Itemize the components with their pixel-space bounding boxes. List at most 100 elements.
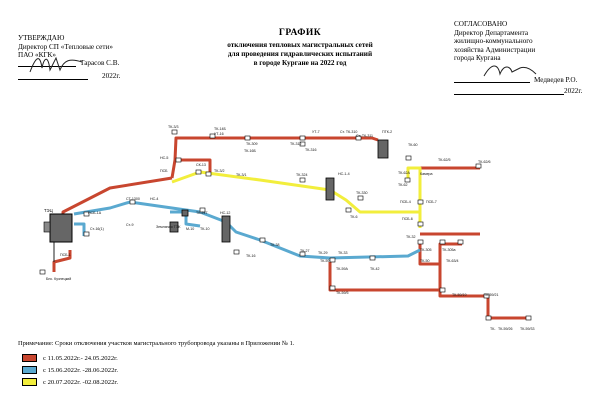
label-ct161: Ст-16(1) — [90, 227, 104, 231]
label-tk625: ТК-62/5 — [438, 158, 450, 162]
legend: с 11.05.2022г.- 24.05.2022г. с 15.06.202… — [22, 354, 118, 386]
pump-station-zem — [169, 221, 179, 233]
label-ctk310: Ст. ТК-310 — [340, 130, 357, 134]
label-psb4: ПСБ-4 — [400, 200, 411, 204]
heat-network-diagram: ТЭЦ — [39, 125, 534, 331]
label-tk59: ТК-59 — [320, 259, 329, 263]
label-zem: Земляная ТЭК — [156, 225, 181, 229]
agreement-line-2: Директор Департамента — [454, 28, 529, 37]
chamber-4 — [299, 135, 306, 141]
yellow-line-east — [406, 166, 422, 212]
chamber-6 — [355, 135, 362, 141]
legend-text-yellow: с 20.07.2022г. -02.08.2022г. — [43, 378, 118, 386]
chamber-5 — [299, 141, 306, 147]
label-nc4: НС-4 — [150, 197, 158, 201]
title-main: ГРАФИК — [278, 28, 322, 38]
legend-item-blue: с 15.06.2022г. -28.06.2022г. — [22, 366, 118, 374]
chamber-3 — [244, 135, 251, 141]
chamber-35 — [39, 269, 46, 275]
label-psb6: ПСБ-6 — [402, 217, 413, 221]
agreement-line-4: хозяйства Администрации — [454, 45, 536, 54]
chamber-31 — [199, 207, 206, 213]
label-tk10: ТК-10 — [200, 227, 209, 231]
label-tk5926: ТК-59/26 — [498, 327, 512, 331]
tec-annex — [43, 221, 51, 233]
chamber-20 — [475, 163, 482, 169]
label-ptk2: ПТК-2 — [382, 130, 392, 134]
chamber-8 — [195, 169, 202, 175]
label-tk31: ТК-3/1 — [236, 173, 246, 177]
label-tk5921: ТК-59/21 — [484, 293, 498, 297]
title-line-3: в городе Кургане на 2022 год — [253, 58, 347, 67]
label-tk62: ТК-62 — [398, 183, 407, 187]
approval-title: УТВЕРЖДАЮ — [18, 34, 65, 42]
label-tk5933: ТК-59/33 — [520, 327, 534, 331]
signature-right — [483, 65, 537, 77]
tec-label: ТЭЦ — [44, 208, 54, 213]
blue-line-tec-stub — [74, 222, 86, 236]
agreement-title: СОГЛАСОВАНО — [454, 20, 508, 28]
label-tk16: ТК-16 — [246, 254, 255, 258]
label-kamera: Камера — [420, 172, 433, 176]
legend-swatch-blue — [22, 366, 37, 374]
chamber-15 — [417, 199, 424, 205]
label-ct1300: СТ-1300 — [126, 197, 140, 201]
label-tk5919: ТК-59/19 — [452, 293, 466, 297]
legend-item-red: с 11.05.2022г.- 24.05.2022г. — [22, 354, 118, 362]
label-ctk311: Ст. ТК-311 — [356, 134, 373, 138]
label-nc12: НС-12 — [220, 211, 230, 215]
date-line-left — [18, 79, 88, 80]
blue-line-main — [73, 200, 421, 260]
label-tk: ТК- — [490, 327, 496, 331]
chamber-34 — [83, 211, 90, 217]
agreement-year: 2022г. — [564, 87, 583, 95]
pump-station-nc14 — [325, 177, 335, 201]
chamber-13 — [405, 155, 412, 161]
label-psb: ПСБ — [160, 169, 168, 173]
label-tk305: ТК-305 — [420, 248, 431, 252]
label-ut7: УТ-7 — [312, 130, 320, 134]
chamber-32 — [129, 199, 136, 205]
tec-block — [49, 213, 73, 243]
label-tk324: ТК-324 — [296, 173, 307, 177]
chambers — [39, 129, 532, 321]
legend-swatch-yellow — [22, 378, 37, 386]
label-tk38: ТК-38 — [270, 243, 279, 247]
label-tk247: ТК-247 — [196, 211, 207, 215]
yellow-network-lines — [171, 166, 422, 228]
red-line-bns — [52, 250, 72, 272]
chamber-22 — [483, 293, 490, 299]
chamber-11 — [345, 207, 352, 213]
legend-text-red: с 11.05.2022г.- 24.05.2022г. — [43, 354, 118, 362]
chamber-19 — [457, 239, 464, 245]
chamber-2 — [209, 133, 216, 139]
red-line-north-trunk — [170, 136, 379, 179]
label-tk27: ТК-27 — [300, 249, 309, 253]
blue-network-lines — [73, 200, 421, 260]
label-ck13: СК-13 — [196, 163, 206, 167]
label-tk309: ТК-309 — [246, 142, 257, 146]
label-bns: Бнс. Кузнецкий — [46, 277, 71, 281]
label-ut16: УТ-16 — [214, 132, 224, 136]
signature-line-right — [454, 82, 530, 83]
approval-org: ПАО «КГК» — [18, 51, 56, 60]
red-line-north-branch — [176, 158, 212, 175]
chamber-26 — [329, 285, 336, 291]
chamber-28 — [299, 251, 306, 257]
label-tk62a: ТК-62А — [398, 171, 410, 175]
label-tk14b: ТК-14Б — [214, 127, 226, 131]
label-tk305a: ТК-305а — [442, 248, 455, 252]
label-ct9: Ст-9 — [126, 223, 133, 227]
pump-station-nc12 — [221, 215, 231, 243]
label-tk316: ТК-316 — [305, 148, 316, 152]
approval-block: УТВЕРЖДАЮ Директор СП «Тепловые сети» ПА… — [18, 34, 178, 60]
label-m10: М-10 — [186, 227, 194, 231]
label-tk32-2: ТК-3/2 — [214, 169, 224, 173]
label-tk634: ТК-63/4 — [446, 259, 458, 263]
title-line-1: отключения тепловых магистральных сетей — [227, 41, 373, 49]
signature-line-left — [18, 66, 76, 67]
label-psb1a: ПСБ-1А — [88, 211, 102, 215]
legend-text-blue: с 15.06.2022г. -28.06.2022г. — [43, 366, 118, 374]
label-tk33: ТК-3/3 — [168, 125, 178, 129]
chamber-30 — [233, 249, 240, 255]
